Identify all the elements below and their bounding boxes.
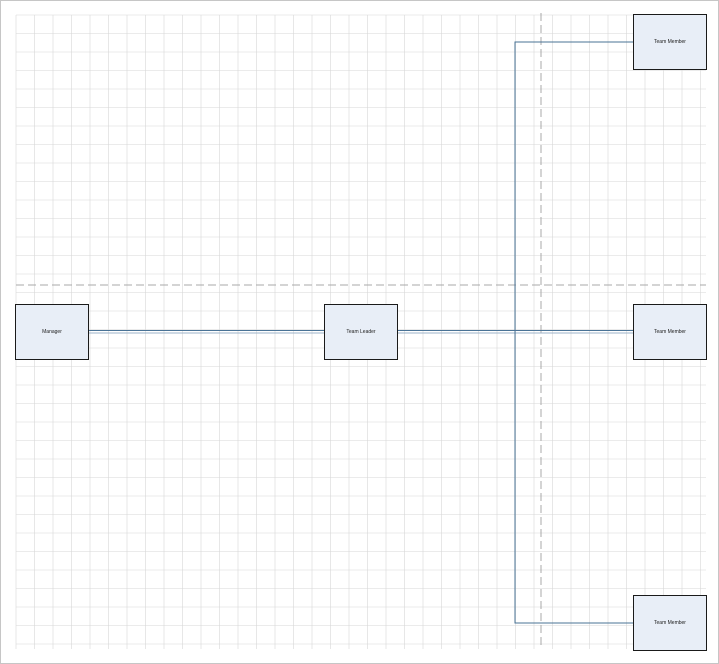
grid-lines xyxy=(15,14,706,649)
connector-team-leader-member-top[interactable] xyxy=(514,41,633,332)
node-team-member-mid[interactable]: Team Member xyxy=(633,304,707,360)
node-manager-label: Manager xyxy=(42,329,62,335)
node-team-member-top[interactable]: Team Member xyxy=(633,14,707,70)
node-team-member-bottom-label: Team Member xyxy=(654,620,686,626)
node-team-member-bottom[interactable]: Team Member xyxy=(633,595,707,651)
node-team-leader[interactable]: Team Leader xyxy=(324,304,398,360)
node-team-member-top-label: Team Member xyxy=(654,39,686,45)
connectors xyxy=(89,41,633,624)
node-manager[interactable]: Manager xyxy=(15,304,89,360)
node-team-leader-label: Team Leader xyxy=(346,329,376,335)
node-team-member-mid-label: Team Member xyxy=(654,329,686,335)
connector-team-leader-member-bottom[interactable] xyxy=(514,332,633,624)
